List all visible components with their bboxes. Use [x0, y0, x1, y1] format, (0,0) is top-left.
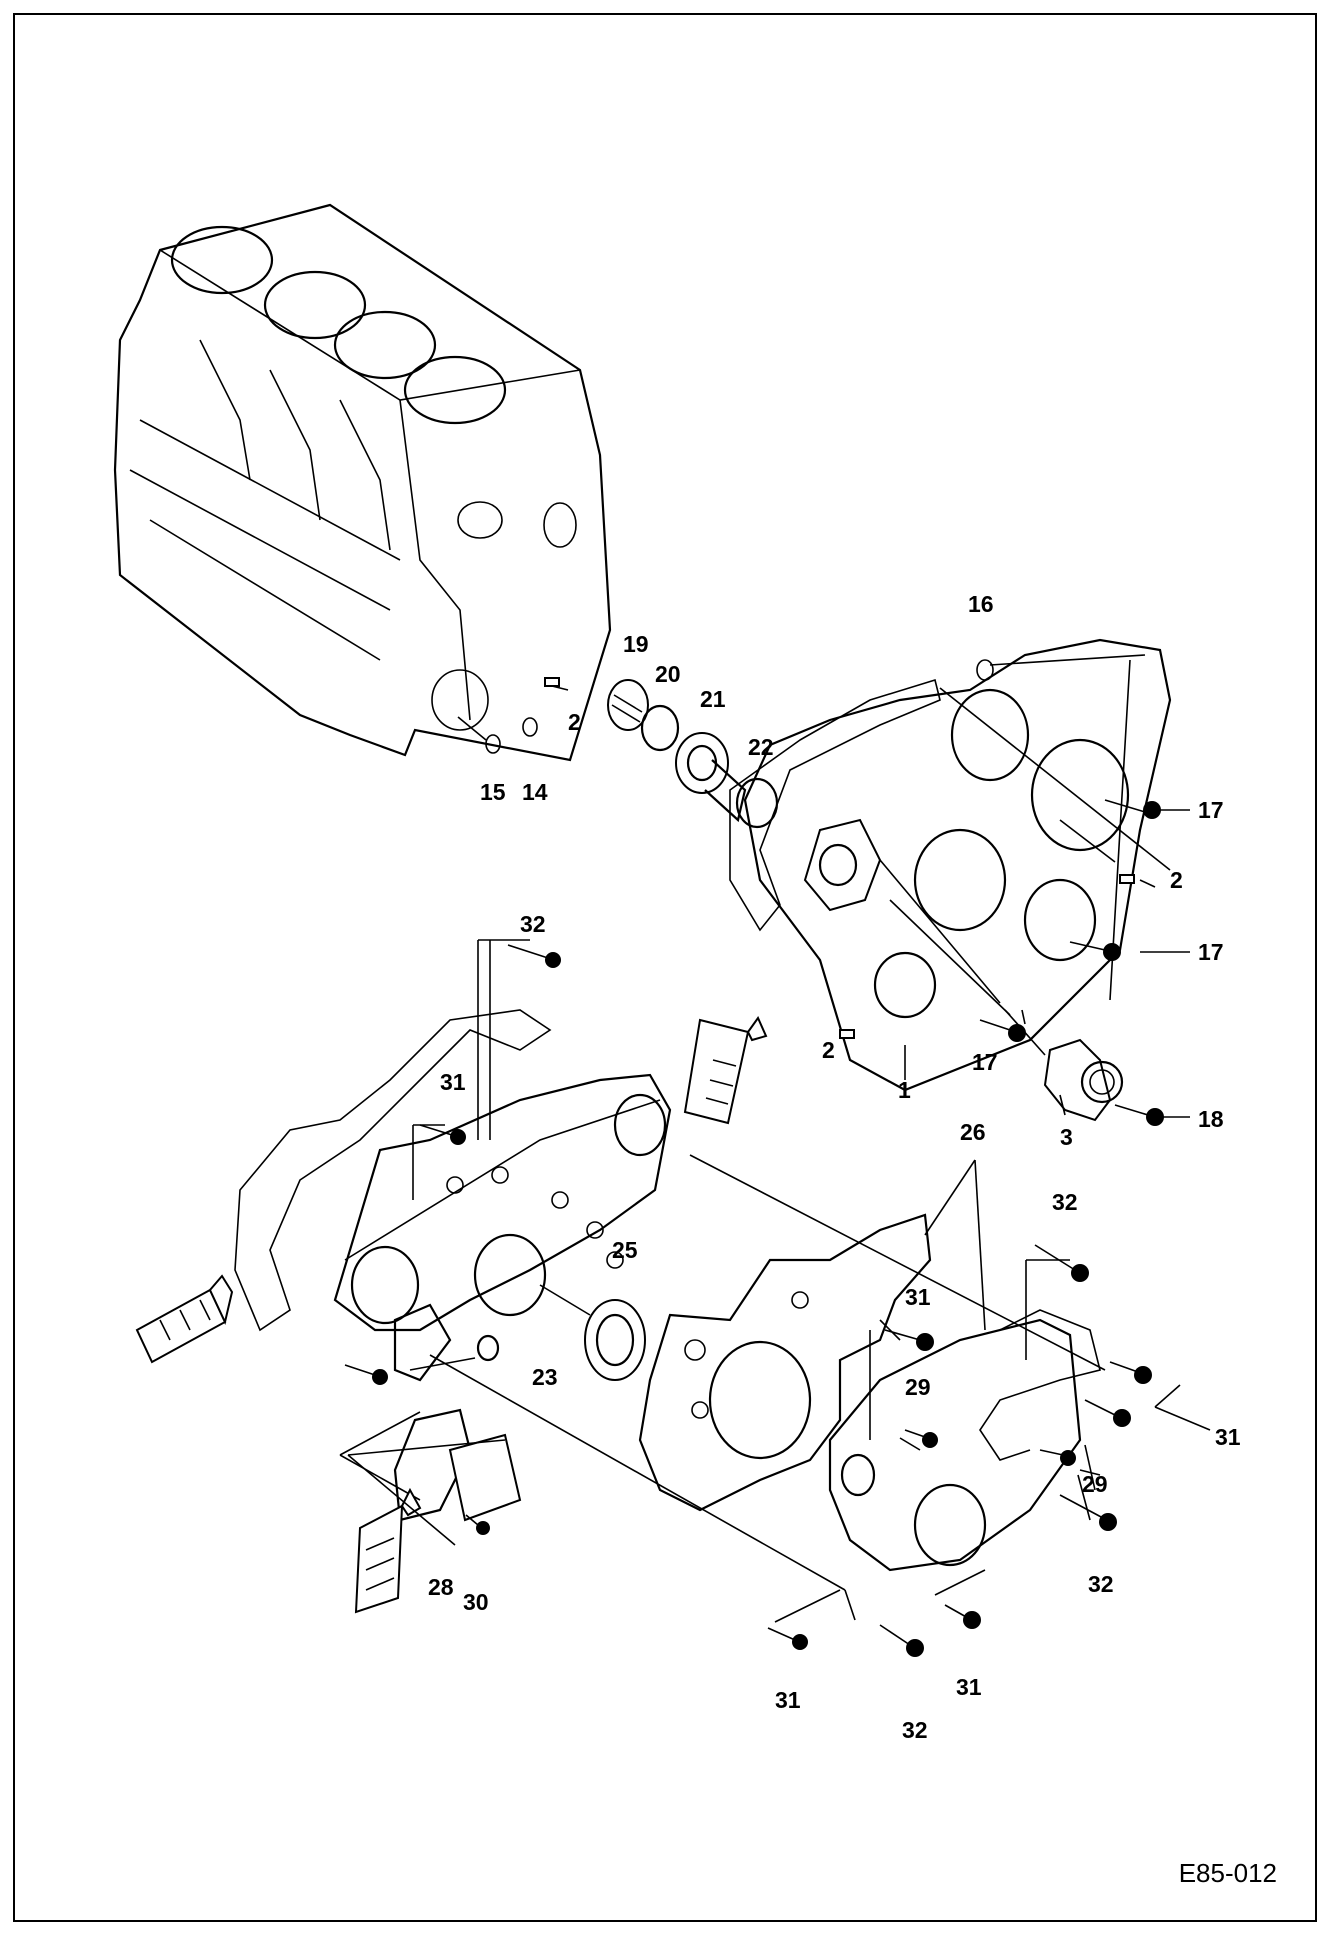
callout-2-housing: 2	[1170, 867, 1183, 893]
callout-31-bottom-right: 31	[956, 1674, 982, 1700]
callout-21: 21	[700, 686, 726, 712]
callout-2-lower: 2	[822, 1037, 835, 1063]
callout-2-block: 2	[568, 709, 581, 735]
seal-stack	[607, 679, 779, 829]
callout-25: 25	[612, 1237, 638, 1263]
callout-20: 20	[655, 661, 681, 687]
callout-17-mid: 17	[1198, 939, 1224, 965]
plugs-14-15	[457, 684, 569, 754]
callout-15: 15	[480, 779, 506, 805]
sealant-tube-left	[135, 1274, 234, 1364]
callout-1: 1	[898, 1077, 911, 1103]
callout-22: 22	[748, 734, 774, 760]
callout-19: 19	[623, 631, 649, 657]
callout-numbers: 16 19 20 21 22 2 15 14 17 2 17 32 2 17 1…	[428, 591, 1241, 1743]
callout-31-bottom-left: 31	[775, 1687, 801, 1713]
callout-28: 28	[428, 1574, 454, 1600]
callout-32-top: 32	[520, 911, 546, 937]
gasket-26	[638, 1213, 932, 1512]
callout-32-lower-right: 32	[1088, 1571, 1114, 1597]
callout-14: 14	[522, 779, 548, 805]
callout-29-left: 29	[905, 1374, 931, 1400]
callout-31-upper: 31	[440, 1069, 466, 1095]
cover-plate-28	[339, 1408, 522, 1522]
callout-32-bottom: 32	[902, 1717, 928, 1743]
crank-seal	[584, 1299, 646, 1381]
drawing-frame	[13, 13, 1317, 1922]
fasteners	[344, 677, 1164, 1657]
callout-3: 3	[1060, 1124, 1073, 1150]
cylinder-bores	[170, 225, 507, 425]
callout-31-right: 31	[1215, 1424, 1241, 1450]
callout-31-mid: 31	[905, 1284, 931, 1310]
callout-23: 23	[532, 1364, 558, 1390]
callout-16: 16	[968, 591, 994, 617]
callout-18: 18	[1198, 1106, 1224, 1132]
sealant-tube-upper	[683, 1015, 768, 1125]
seal-23	[476, 1334, 500, 1362]
callout-17-low: 17	[972, 1049, 998, 1075]
callout-30: 30	[463, 1589, 489, 1615]
front-cover	[828, 1309, 1101, 1572]
callout-32-right: 32	[1052, 1189, 1078, 1215]
engine-block	[113, 203, 612, 762]
callout-26: 26	[960, 1119, 986, 1145]
callout-17-top: 17	[1198, 797, 1224, 823]
sealant-tube-lower	[354, 1487, 422, 1614]
callout-29-right: 29	[1082, 1471, 1108, 1497]
figure-id: E85-012	[1178, 1858, 1277, 1888]
gear-housing	[729, 638, 1172, 1092]
leader-lines	[347, 687, 1211, 1623]
